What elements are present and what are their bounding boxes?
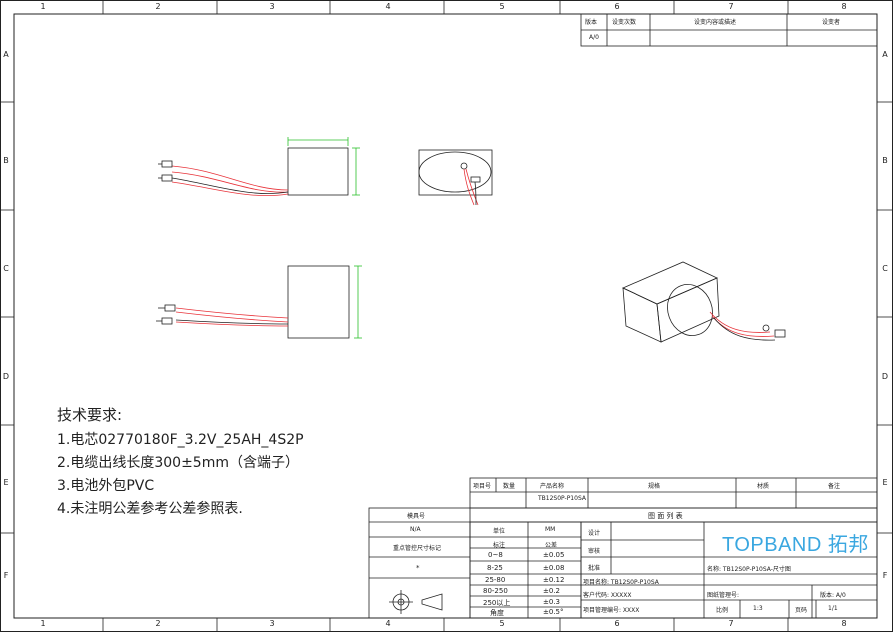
- col-label: 3: [269, 619, 275, 628]
- side-view: [418, 149, 493, 206]
- tol-unit-label: 单位: [493, 528, 506, 535]
- tol-range: 0~8: [488, 551, 503, 559]
- row-label: E: [3, 478, 9, 487]
- bom-footer: 图 面 列 表: [648, 512, 683, 520]
- row-label: B: [3, 156, 9, 165]
- requirement-item: 4.未注明公差参考公差参照表.: [57, 501, 243, 517]
- tol-range: 25-80: [485, 576, 506, 584]
- col-label: 7: [728, 2, 734, 11]
- tol-value: ±0.5°: [543, 608, 564, 616]
- row-label: A: [3, 50, 9, 59]
- col-label: 7: [728, 619, 734, 628]
- col-label: 2: [155, 2, 161, 11]
- scale-label: 比例: [716, 607, 729, 614]
- tol-col2: 公差: [545, 542, 558, 549]
- col-label: 2: [155, 619, 161, 628]
- isometric-view: [622, 261, 786, 343]
- page-label: 页码: [795, 607, 808, 614]
- approve-label: 批准: [588, 565, 601, 572]
- bom-header-qty: 数量: [503, 483, 516, 490]
- row-label: F: [3, 571, 9, 580]
- col-label: 3: [269, 2, 275, 11]
- bom-header-item: 项目号: [473, 483, 492, 490]
- model-label: 模具号: [407, 513, 426, 520]
- rev-header-count: 设变次数: [612, 19, 637, 26]
- front-view-top: [158, 137, 360, 197]
- col-label: 1: [40, 619, 46, 628]
- col-label: 6: [614, 619, 620, 628]
- col-label: 4: [385, 2, 391, 11]
- drawing-version: 版本: A/0: [820, 592, 846, 599]
- rev-header-version: 版本: [585, 19, 598, 26]
- tol-range: 80-250: [483, 587, 508, 595]
- row-label: A: [882, 50, 888, 59]
- tol-range: 250以上: [483, 599, 511, 607]
- requirement-item: 1.电芯02770180F_3.2V_25AH_4S2P: [57, 432, 304, 448]
- tol-range: 8-25: [487, 564, 503, 572]
- page-value: 1/1: [828, 605, 838, 612]
- project-manage-no: 项目管理编号: XXXX: [583, 607, 640, 614]
- tol-value: ±0.3: [543, 598, 560, 606]
- company-logo: TOPBAND 拓邦: [722, 534, 869, 556]
- bom-product-name: TB12S0P-P10SA: [538, 495, 586, 502]
- rev-header-desc: 设变内容或描述: [694, 19, 737, 26]
- drawing-number: 图纸管理号:: [707, 592, 740, 599]
- projection-symbol: [389, 590, 443, 614]
- row-label: D: [2, 372, 10, 381]
- col-label: 4: [385, 619, 391, 628]
- tol-value: ±0.12: [543, 576, 565, 584]
- bom-header-spec: 规格: [648, 483, 661, 490]
- col-label: 8: [841, 2, 847, 11]
- tol-value: ±0.05: [543, 551, 565, 559]
- model-value: N/A: [410, 526, 421, 533]
- tol-range: 角度: [490, 609, 504, 617]
- design-label: 设计: [588, 530, 601, 537]
- key-dim-label: 重点管控尺寸标记: [393, 545, 442, 552]
- bom-header-material: 材质: [757, 483, 770, 490]
- scale-value: 1:3: [753, 605, 763, 612]
- col-label: 6: [614, 2, 620, 11]
- bom-header-note: 备注: [828, 483, 841, 490]
- col-label: 5: [499, 619, 505, 628]
- drawing-name: 名称: TB12S0P-P10SA-尺寸图: [707, 566, 791, 573]
- requirement-item: 2.电缆出线长度300±5mm（含端子）: [57, 455, 299, 471]
- key-dim-value: *: [416, 564, 420, 572]
- tol-unit-value: MM: [545, 526, 556, 533]
- requirements-title: 技术要求:: [57, 406, 123, 424]
- row-label: C: [3, 264, 9, 273]
- row-label: B: [882, 156, 888, 165]
- row-label: F: [882, 571, 888, 580]
- front-view-bottom: [156, 265, 362, 339]
- bom-header-product: 产品名称: [540, 483, 565, 490]
- customer-code: 客户代码: XXXXX: [583, 592, 632, 599]
- requirement-item: 3.电池外包PVC: [57, 478, 155, 494]
- rev-header-author: 设变者: [822, 19, 841, 26]
- review-label: 审核: [588, 548, 601, 555]
- col-label: 1: [40, 2, 46, 11]
- rev-value-version: A/0: [589, 34, 599, 41]
- row-label: D: [881, 372, 889, 381]
- project-name: 项目名称: TB12S0P-P10SA: [583, 579, 659, 586]
- tol-col1: 标注: [493, 542, 506, 549]
- tol-value: ±0.08: [543, 564, 565, 572]
- col-label: 5: [499, 2, 505, 11]
- row-label: E: [882, 478, 888, 487]
- tol-value: ±0.2: [543, 587, 560, 595]
- col-label: 8: [841, 619, 847, 628]
- row-label: C: [882, 264, 888, 273]
